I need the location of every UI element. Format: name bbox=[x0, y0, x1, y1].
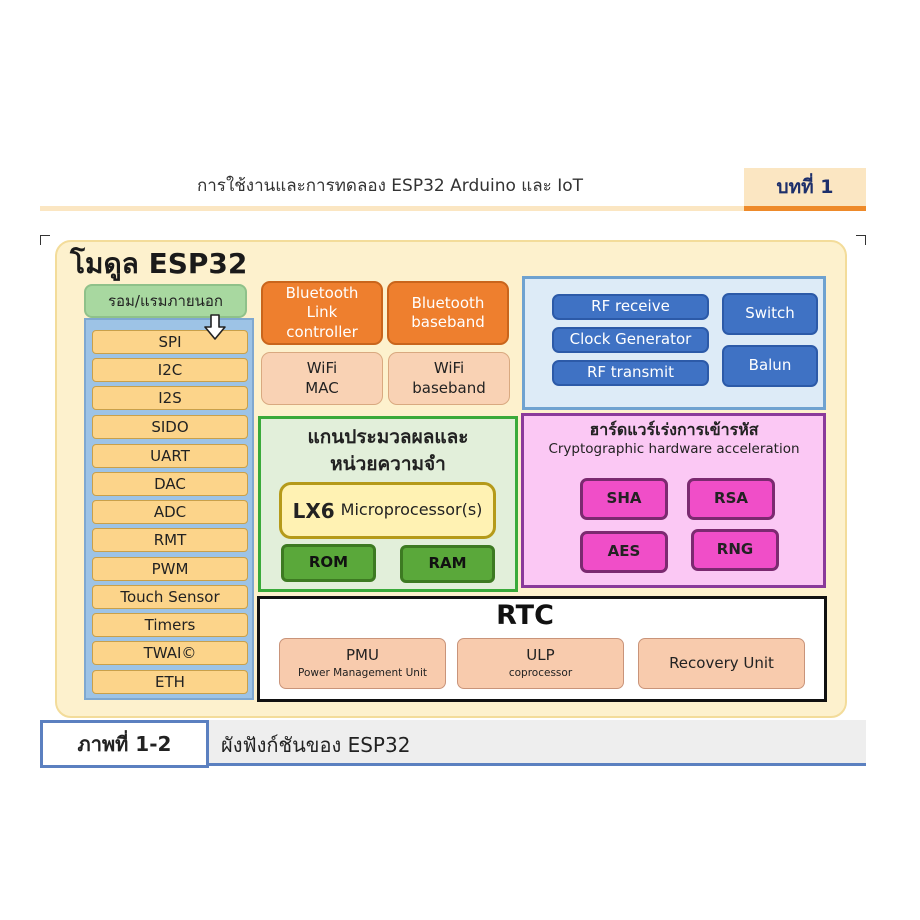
header-divider bbox=[40, 206, 866, 211]
wifi-baseband-block: WiFi baseband bbox=[388, 352, 510, 405]
ulp-block: ULP coprocessor bbox=[457, 638, 624, 689]
io-item-touch-sensor: Touch Sensor bbox=[92, 585, 248, 609]
recovery-unit-block: Recovery Unit bbox=[638, 638, 805, 689]
wifi-mac-block: WiFi MAC bbox=[261, 352, 383, 405]
page-header-title: การใช้งานและการทดลอง ESP32 Arduino และ I… bbox=[196, 176, 584, 196]
pmu-sublabel: Power Management Unit bbox=[298, 667, 427, 680]
io-item-timers: Timers bbox=[92, 613, 248, 637]
core-panel-title: แกนประมวลผลและ หน่วยความจำ bbox=[307, 426, 469, 475]
ulp-label: ULP bbox=[526, 645, 555, 664]
frame-corner-top-left bbox=[40, 235, 50, 245]
figure-caption: ผังฟังก์ชันของ ESP32 bbox=[221, 733, 411, 757]
io-item-sido: SIDO bbox=[92, 415, 248, 439]
balun-block: Balun bbox=[722, 345, 818, 387]
lx6-label: LX6 bbox=[292, 498, 335, 523]
external-memory-block: รอม/แรมภายนอก bbox=[84, 284, 247, 318]
clock-generator-block: Clock Generator bbox=[552, 327, 709, 353]
crypto-panel-subtitle: Cryptographic hardware acceleration bbox=[548, 441, 800, 457]
bluetooth-baseband-block: Bluetooth baseband bbox=[387, 281, 509, 345]
ulp-sublabel: coprocessor bbox=[508, 667, 573, 680]
recovery-unit-label: Recovery Unit bbox=[669, 653, 774, 672]
crypto-panel-title: ฮาร์ดแวร์เร่งการเข้ารหัส bbox=[589, 420, 759, 439]
rng-block: RNG bbox=[691, 529, 779, 571]
io-item-dac: DAC bbox=[92, 472, 248, 496]
io-item-i2s: I2S bbox=[92, 386, 248, 410]
io-item-twai: TWAI© bbox=[92, 641, 248, 665]
aes-block: AES bbox=[580, 531, 668, 573]
io-item-adc: ADC bbox=[92, 500, 248, 524]
rf-transmit-block: RF transmit bbox=[552, 360, 709, 386]
sha-block: SHA bbox=[580, 478, 668, 520]
io-item-uart: UART bbox=[92, 444, 248, 468]
rsa-block: RSA bbox=[687, 478, 775, 520]
io-item-spi: SPI bbox=[92, 330, 248, 354]
lx6-microprocessor-block: LX6 Microprocessor(s) bbox=[279, 482, 496, 539]
io-item-eth: ETH bbox=[92, 670, 248, 694]
header-divider-accent bbox=[744, 206, 866, 211]
rtc-title: RTC bbox=[496, 600, 554, 631]
down-arrow-icon bbox=[204, 314, 226, 340]
frame-corner-top-right bbox=[856, 235, 866, 245]
rom-block: ROM bbox=[281, 544, 376, 582]
figure-number: ภาพที่ 1-2 bbox=[40, 720, 209, 768]
pmu-label: PMU bbox=[346, 645, 379, 664]
io-item-pwm: PWM bbox=[92, 557, 248, 581]
rf-receive-block: RF receive bbox=[552, 294, 709, 320]
io-item-rmt: RMT bbox=[92, 528, 248, 552]
bluetooth-link-controller-block: Bluetooth Link controller bbox=[261, 281, 383, 345]
io-item-i2c: I2C bbox=[92, 358, 248, 382]
switch-block: Switch bbox=[722, 293, 818, 335]
module-title: โมดูล ESP32 bbox=[70, 247, 248, 280]
pmu-block: PMU Power Management Unit bbox=[279, 638, 446, 689]
peripheral-io-panel: SPI I2C I2S SIDO UART DAC ADC RMT PWM To… bbox=[84, 318, 254, 700]
chapter-label: บทที่ 1 bbox=[744, 168, 866, 206]
microprocessor-label: Microprocessor(s) bbox=[340, 500, 483, 520]
ram-block: RAM bbox=[400, 545, 495, 583]
